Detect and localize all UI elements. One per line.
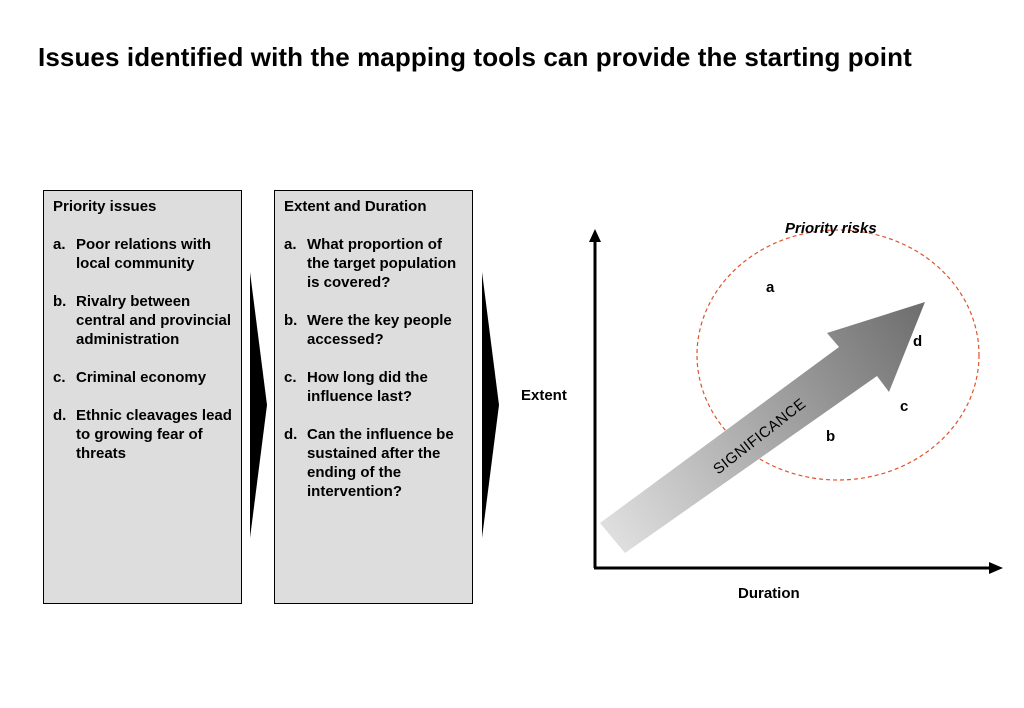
priority-issues-list: a. Poor relations with local community b… [53, 235, 233, 463]
extent-duration-heading: Extent and Duration [284, 198, 427, 215]
risk-point-label: c [900, 398, 909, 415]
risk-point-label: a [766, 279, 775, 296]
list-item: d. Can the influence be sustained after … [284, 425, 464, 501]
chevron-right-icon [482, 272, 499, 538]
x-axis-arrowhead [989, 562, 1003, 574]
list-item-text: What proportion of the target population… [307, 236, 457, 291]
extent-duration-list: a. What proportion of the target populat… [284, 235, 464, 501]
x-axis-label: Duration [738, 585, 800, 602]
list-marker: d. [284, 426, 298, 443]
list-item-text: Can the influence be sustained after the… [307, 426, 454, 500]
priority-risks-ellipse [696, 229, 980, 481]
page-title: Issues identified with the mapping tools… [38, 42, 912, 72]
list-item: a. What proportion of the target populat… [284, 235, 464, 292]
list-item-text: Criminal economy [76, 369, 207, 386]
list-item-text: Ethnic cleavages lead to growing fear of… [76, 407, 232, 462]
significance-arrow [600, 302, 925, 553]
list-item-text: Were the key people accessed? [307, 312, 452, 348]
list-marker: c. [284, 369, 297, 386]
y-axis-arrowhead [589, 229, 601, 242]
list-item: b. Were the key people accessed? [284, 311, 464, 349]
list-marker: a. [53, 236, 66, 253]
list-marker: d. [53, 407, 67, 424]
list-marker: a. [284, 236, 297, 253]
y-axis-label: Extent [521, 387, 567, 404]
list-item: b. Rivalry between central and provincia… [53, 292, 233, 349]
priority-issues-box: Priority issues a. Poor relations with l… [43, 190, 242, 604]
list-marker: b. [53, 293, 67, 310]
extent-duration-box: Extent and Duration a. What proportion o… [274, 190, 473, 604]
risk-point-label: d [913, 333, 923, 350]
list-marker: b. [284, 312, 298, 329]
list-item: c. How long did the influence last? [284, 368, 464, 406]
list-item-text: Poor relations with local community [76, 236, 212, 272]
list-item-text: Rivalry between central and provincial a… [76, 293, 232, 348]
risk-point-label: b [826, 428, 836, 445]
list-item: a. Poor relations with local community [53, 235, 233, 273]
list-marker: c. [53, 369, 66, 386]
priority-risks-label: Priority risks [785, 220, 877, 237]
list-item: c. Criminal economy [53, 368, 233, 387]
list-item-text: How long did the influence last? [307, 369, 428, 405]
chevron-right-icon [250, 272, 267, 538]
priority-issues-heading: Priority issues [53, 198, 157, 215]
list-item: d. Ethnic cleavages lead to growing fear… [53, 406, 233, 463]
